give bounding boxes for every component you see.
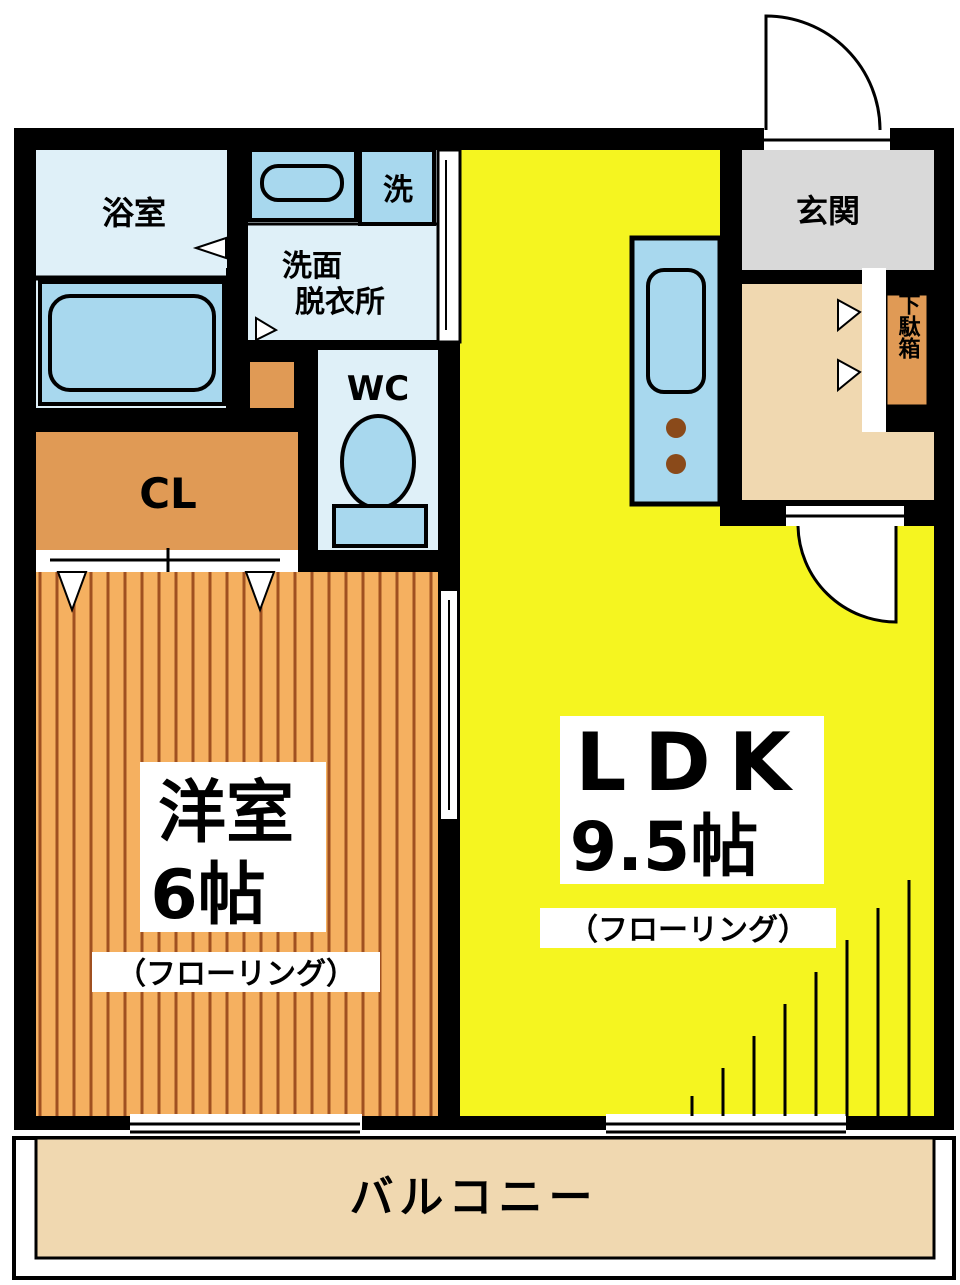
bath-label: 浴室 <box>102 194 166 232</box>
washroom-door-icon <box>255 316 279 342</box>
sink-icon <box>646 268 706 394</box>
bath-door-icon <box>192 236 227 260</box>
toilet-tank-icon <box>332 504 428 548</box>
closet-label: CL <box>139 469 197 518</box>
shoe-box-label: 下駄箱 <box>895 293 921 359</box>
bath-step <box>250 362 294 408</box>
western-room-floor-type: （フローリング） <box>116 957 356 992</box>
shoe-box <box>884 292 930 408</box>
balcony-area <box>34 1136 936 1260</box>
western-room-floor <box>36 572 438 1116</box>
washroom-label-line2: 脱衣所 <box>295 285 385 320</box>
balcony-label: バルコニー <box>349 1172 598 1223</box>
western-room-name: 洋室 <box>158 774 294 853</box>
door-swing-icon <box>244 571 276 613</box>
stove-burner-icon <box>666 418 686 438</box>
toilet-icon <box>340 414 416 510</box>
entrance-area <box>742 150 934 270</box>
inner-door-swing-icon <box>796 525 898 624</box>
stove-burner-icon <box>666 454 686 474</box>
ldk-size: 9.5帖 <box>570 808 758 887</box>
closet-area <box>36 432 298 550</box>
wc-label: WC <box>347 369 409 409</box>
sunlight-lines <box>690 880 911 1116</box>
ldk-floor-type: （フローリング） <box>568 913 808 948</box>
washroom-label-line1: 洗面 <box>282 249 342 284</box>
western-room-size: 6帖 <box>150 856 265 935</box>
entrance-door-swing-icon <box>764 14 882 131</box>
entrance-label: 玄関 <box>796 192 860 230</box>
door-swing-icon <box>56 571 88 613</box>
washer-space <box>358 148 436 226</box>
washer-label: 洗 <box>383 173 413 208</box>
ldk-name: LDK <box>575 716 808 809</box>
